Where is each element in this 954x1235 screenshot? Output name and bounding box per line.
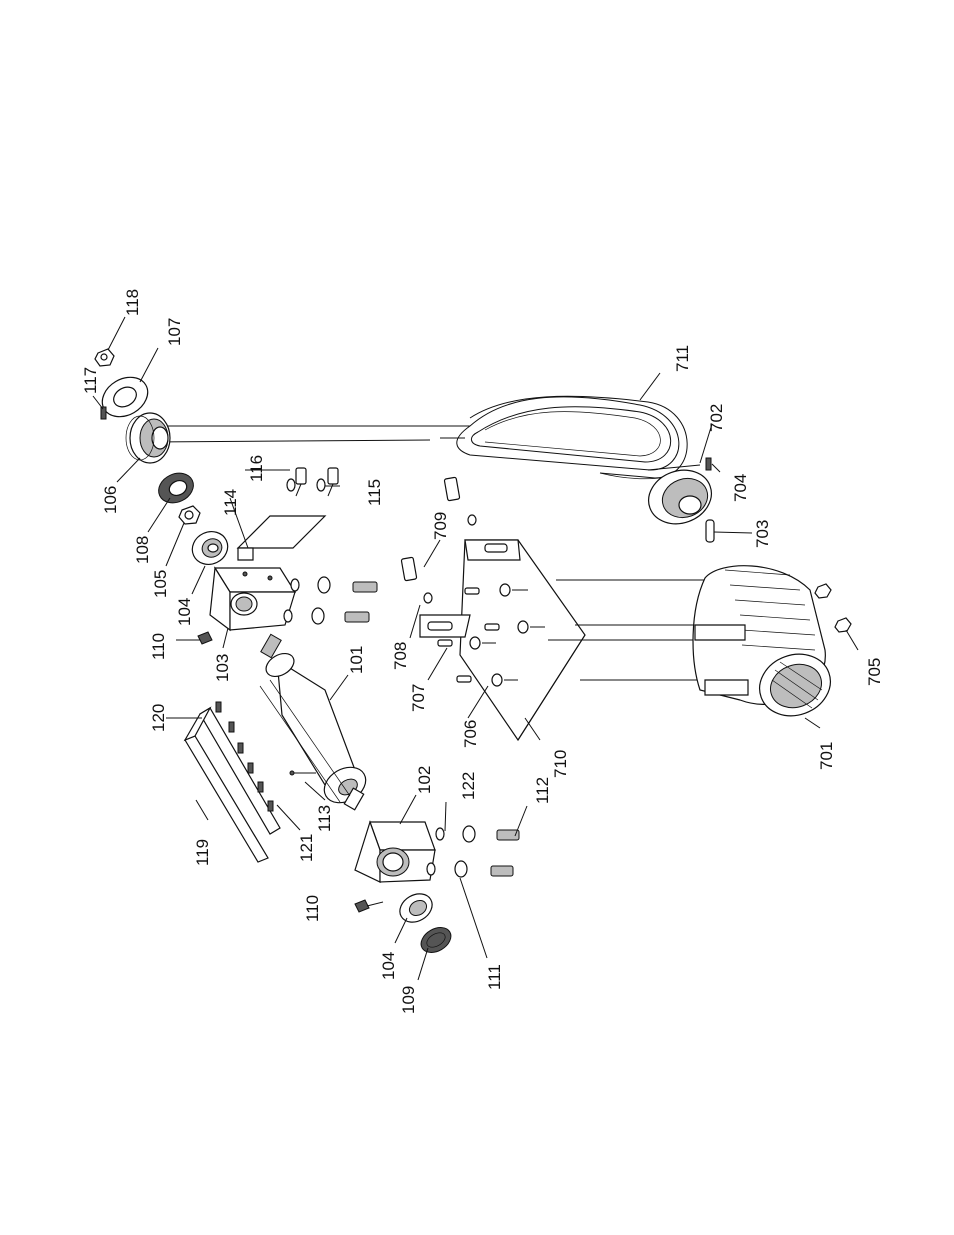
label-113: 113: [315, 805, 334, 832]
block-fasteners-bottom: [426, 825, 520, 878]
label-109: 109: [399, 986, 418, 1014]
label-701: 701: [817, 742, 836, 770]
cap-109: [420, 927, 452, 953]
label-116: 116: [247, 455, 266, 482]
bearing-104-bottom: [399, 893, 433, 923]
label-108: 108: [133, 536, 152, 564]
label-104-top: 104: [175, 598, 194, 626]
label-110-bottom: 110: [303, 895, 322, 922]
screws-121: [215, 701, 274, 812]
electric-motor: [548, 565, 831, 717]
bearing-104-top: [191, 531, 229, 565]
label-101: 101: [347, 646, 366, 674]
label-106: 106: [101, 486, 120, 514]
leader-lines: [92, 316, 859, 981]
drive-belt: [149, 395, 688, 480]
label-121: 121: [297, 834, 316, 862]
label-103: 103: [213, 654, 232, 682]
label-706: 706: [461, 720, 480, 748]
pulley-bushing: [101, 376, 149, 418]
label-115: 115: [365, 479, 384, 506]
mount-bolts-706-709: [400, 476, 545, 687]
nut-105: [178, 505, 201, 525]
bearing-block-top: [209, 566, 297, 632]
label-709: 709: [431, 512, 450, 540]
bearing-block-bottom: [354, 820, 436, 883]
label-702: 702: [707, 404, 726, 432]
label-105: 105: [151, 570, 170, 598]
callout-labels: 118 107 117 106 108 105 104 103 110 114 …: [81, 289, 884, 1014]
bolt-110-bottom: [354, 899, 370, 913]
label-111: 111: [485, 964, 504, 990]
label-710: 710: [551, 750, 570, 778]
label-107: 107: [165, 318, 184, 346]
key-703: [705, 519, 715, 543]
label-119: 119: [193, 839, 212, 866]
nut-118: [94, 348, 115, 367]
set-screw-704: [705, 457, 712, 471]
label-117: 117: [81, 367, 100, 394]
label-112: 112: [533, 777, 552, 804]
label-110-top: 110: [149, 633, 168, 660]
label-104-bottom: 104: [379, 952, 398, 980]
label-704: 704: [731, 474, 750, 502]
label-118: 118: [123, 289, 142, 316]
block-fasteners-top: [283, 576, 378, 625]
bolts-115-116: [286, 467, 339, 497]
label-120: 120: [149, 704, 168, 732]
bar-119-120: [183, 706, 281, 863]
label-705: 705: [865, 658, 884, 686]
nuts-705: [814, 583, 852, 633]
roller-101: [259, 633, 367, 811]
bearing-108: [158, 472, 194, 504]
label-102: 102: [415, 766, 434, 794]
plate-114: [236, 515, 327, 561]
driven-pulley: [125, 412, 171, 464]
label-122: 122: [459, 772, 478, 800]
drive-pulley: [647, 464, 712, 525]
screw-113: [289, 770, 316, 776]
set-screw-117: [100, 406, 107, 420]
label-114: 114: [221, 489, 240, 516]
motor-plate: [419, 539, 586, 742]
label-708: 708: [391, 642, 410, 670]
bolt-110-top: [197, 631, 213, 645]
label-707: 707: [409, 684, 428, 712]
label-703: 703: [753, 520, 772, 548]
label-711: 711: [673, 345, 692, 372]
